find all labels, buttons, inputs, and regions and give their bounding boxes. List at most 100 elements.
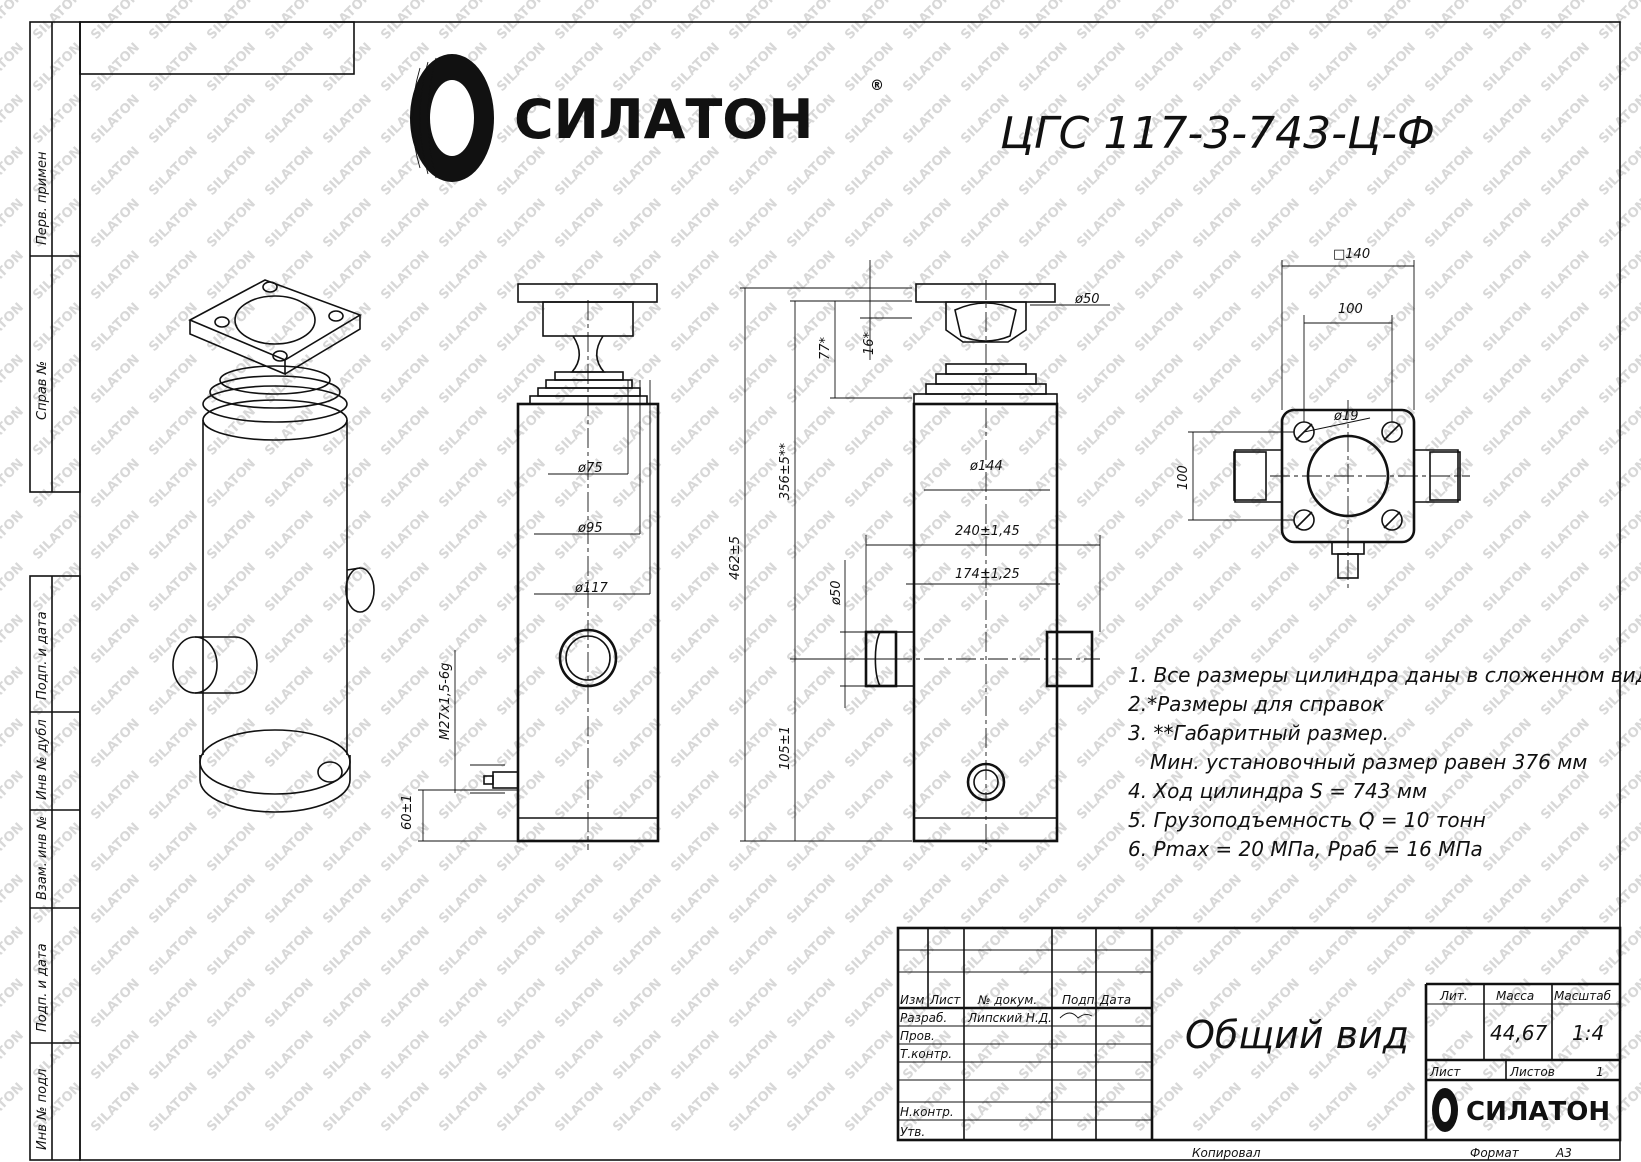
watermark-text: SILATON <box>1538 924 1593 979</box>
watermark-text: SILATON <box>262 248 317 303</box>
watermark-text: SILATON <box>958 40 1013 95</box>
watermark-text: SILATON <box>88 664 143 719</box>
watermark-text: SILATON <box>610 1080 665 1135</box>
watermark-text: SILATON <box>262 92 317 147</box>
watermark-text: SILATON <box>320 1028 375 1083</box>
watermark-text: SILATON <box>1422 300 1477 355</box>
watermark-text: SILATON <box>1596 248 1641 303</box>
watermark-text: SILATON <box>88 144 143 199</box>
watermark-text: SILATON <box>900 352 955 407</box>
watermark-text: SILATON <box>1480 248 1535 303</box>
watermark-text: SILATON <box>726 872 781 927</box>
watermark-text: SILATON <box>668 300 723 355</box>
watermark-text: SILATON <box>1074 560 1129 615</box>
tb-sheets: 1 <box>1596 1065 1604 1079</box>
watermark-text: SILATON <box>900 716 955 771</box>
watermark-text: SILATON <box>552 196 607 251</box>
tb-title: Общий вид <box>1185 1013 1409 1057</box>
watermark-text: SILATON <box>668 768 723 823</box>
watermark-text: SILATON <box>1016 820 1071 875</box>
watermark-text: SILATON <box>1074 196 1129 251</box>
watermark-text: SILATON <box>1074 40 1129 95</box>
tb-copied: Копировал <box>1192 1146 1261 1160</box>
front-view <box>483 283 660 850</box>
watermark-text: SILATON <box>494 196 549 251</box>
watermark-text: SILATON <box>1596 352 1641 407</box>
watermark-text: SILATON <box>146 872 201 927</box>
note-3: 3. **Габаритный размер. <box>1128 721 1389 745</box>
watermark-text: SILATON <box>842 664 897 719</box>
watermark-text: SILATON <box>1248 612 1303 667</box>
watermark-text: SILATON <box>1306 1080 1361 1135</box>
watermark-text: SILATON <box>0 144 27 199</box>
watermark-text: SILATON <box>552 716 607 771</box>
watermark-text: SILATON <box>1364 40 1419 95</box>
watermark-text: SILATON <box>1248 196 1303 251</box>
side-label-podp-data-1: Подп. и дата <box>35 611 50 700</box>
watermark-text: SILATON <box>262 1028 317 1083</box>
watermark-text: SILATON <box>0 0 27 43</box>
watermark-text: SILATON <box>146 716 201 771</box>
watermark-text: SILATON <box>30 300 85 355</box>
watermark-text: SILATON <box>900 768 955 823</box>
watermark-text: SILATON <box>88 560 143 615</box>
watermark-text: SILATON <box>146 40 201 95</box>
watermark-text: SILATON <box>784 1080 839 1135</box>
watermark-text: SILATON <box>1596 300 1641 355</box>
watermark-text: SILATON <box>494 248 549 303</box>
watermark-text: SILATON <box>610 1028 665 1083</box>
watermark-text: SILATON <box>1538 872 1593 927</box>
watermark-text: SILATON <box>900 144 955 199</box>
watermark-text: SILATON <box>1074 352 1129 407</box>
dim-len462: 462±5 <box>728 536 743 580</box>
watermark-text: SILATON <box>1422 40 1477 95</box>
watermark-text: SILATON <box>0 300 27 355</box>
watermark-text: SILATON <box>378 508 433 563</box>
watermark-text: SILATON <box>1422 508 1477 563</box>
watermark-text: SILATON <box>1538 508 1593 563</box>
watermark-text: SILATON <box>842 768 897 823</box>
watermark-text: SILATON <box>610 300 665 355</box>
watermark-text: SILATON <box>1132 508 1187 563</box>
brand-logo: СИЛАТОН ® <box>410 54 884 182</box>
watermark-text: SILATON <box>1422 248 1477 303</box>
watermark-text: SILATON <box>1016 872 1071 927</box>
watermark-text: SILATON <box>610 196 665 251</box>
tb-lit-label: Лит. <box>1439 989 1468 1003</box>
dim-d95: ø95 <box>577 521 603 536</box>
note-3-detail: Мин. установочный размер равен 376 мм <box>1150 750 1587 774</box>
dim-len105: 105±1 <box>778 726 793 770</box>
side-stamp: Перв. примен Справ № Подп. и дата Инв № … <box>29 21 81 1161</box>
watermark-text: SILATON <box>1306 352 1361 407</box>
watermark-text: SILATON <box>378 612 433 667</box>
watermark-text: SILATON <box>494 1028 549 1083</box>
watermark-text: SILATON <box>1190 300 1245 355</box>
watermark-text: SILATON <box>146 768 201 823</box>
dim-len77: 77* <box>818 336 833 360</box>
watermark-text: SILATON <box>1364 560 1419 615</box>
watermark-text: SILATON <box>1538 144 1593 199</box>
watermark-text: SILATON <box>1596 872 1641 927</box>
watermark-text: SILATON <box>610 872 665 927</box>
watermark-text: SILATON <box>552 404 607 459</box>
watermark-text: SILATON <box>668 144 723 199</box>
watermark-text: SILATON <box>900 40 955 95</box>
watermark-text: SILATON <box>378 300 433 355</box>
side-label-inv-podl: Инв № подл <box>35 1069 50 1150</box>
dim-p100-side: 100 <box>1176 465 1191 490</box>
watermark-text: SILATON <box>1248 300 1303 355</box>
watermark-text: SILATON <box>1248 872 1303 927</box>
watermark-text: SILATON <box>436 404 491 459</box>
watermark-text: SILATON <box>958 924 1013 979</box>
watermark-text: SILATON <box>320 248 375 303</box>
watermark-text: SILATON <box>900 560 955 615</box>
dim-thread: M27x1,5-6g <box>438 663 453 740</box>
watermark-text: SILATON <box>1132 404 1187 459</box>
watermark-text: SILATON <box>0 456 27 511</box>
watermark-text: SILATON <box>146 456 201 511</box>
watermark-text: SILATON <box>1480 40 1535 95</box>
watermark-text: SILATON <box>1480 820 1535 875</box>
watermark-text: SILATON <box>1596 40 1641 95</box>
watermark-text: SILATON <box>1132 1028 1187 1083</box>
watermark-text: SILATON <box>1538 560 1593 615</box>
